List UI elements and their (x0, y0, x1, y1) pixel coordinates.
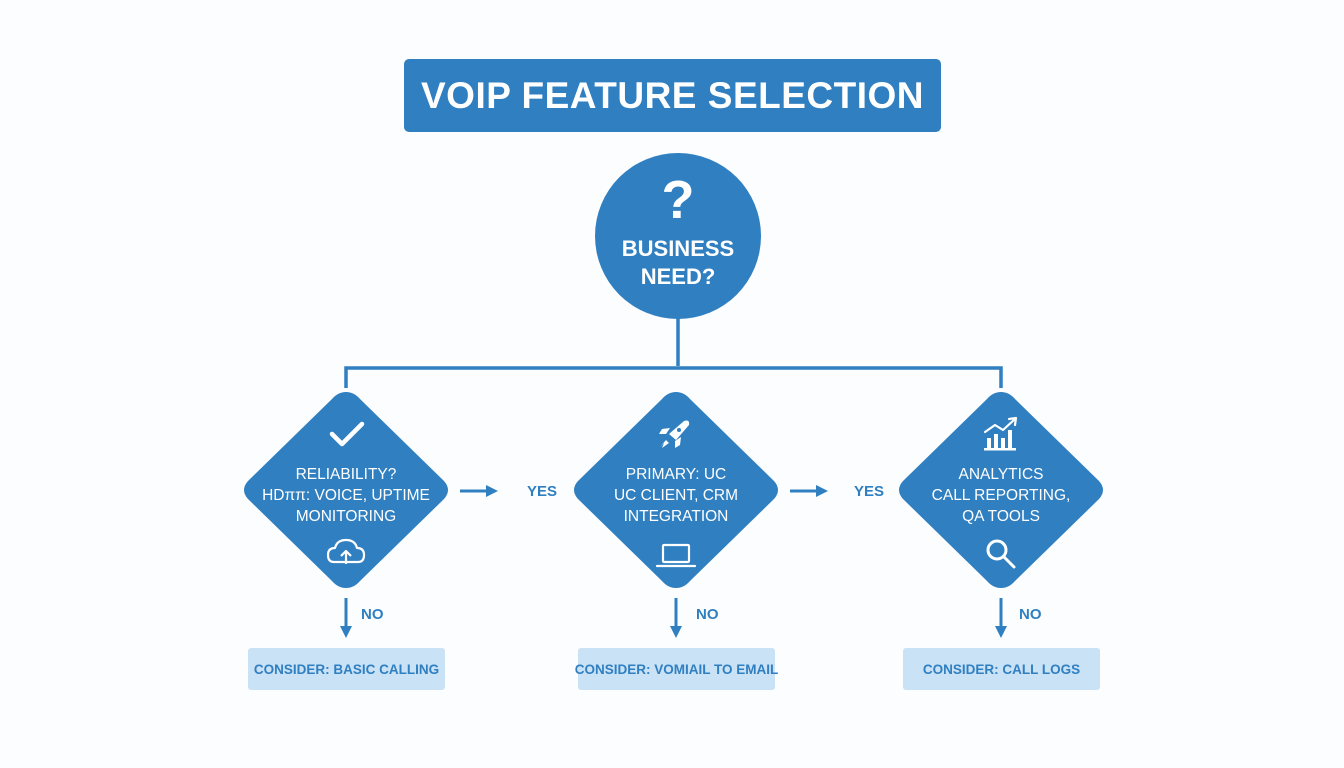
decision-diamond-primary-uc (574, 392, 778, 588)
branch-bar-connector (344, 366, 1003, 388)
decision-3-line-3: QA TOOLS (962, 508, 1040, 525)
yes-arrowhead-1 (486, 485, 498, 497)
business-need-node: ? BUSINESS NEED? (595, 153, 761, 319)
business-need-label: BUSINESS NEED? (595, 235, 761, 291)
decision-2-line-3: INTEGRATION (623, 508, 729, 525)
magnifier-icon (986, 539, 1016, 569)
decision-1-line-1: RELIABILITY? (295, 466, 397, 483)
consider-voicemail-box: CONSIDER: VOMIAIL TO EMAIL (575, 648, 778, 690)
decision-diamond-reliability (244, 392, 448, 588)
business-need-line-1: BUSINESS (621, 236, 735, 261)
question-mark-icon: ? (661, 170, 695, 230)
laptop-icon (655, 543, 697, 568)
decision-2-line-1: PRIMARY: UC (625, 466, 727, 483)
business-need-line-2: NEED? (640, 264, 716, 289)
bar-chart-trend-icon (983, 416, 1018, 434)
no-label-2: NO (696, 606, 719, 623)
consider-basic-calling-box: CONSIDER: BASIC CALLING (248, 648, 445, 690)
decision-2-line-2: UC CLIENT, CRM (613, 487, 738, 504)
cloud-upload-icon (326, 538, 366, 564)
decision-diamond-analytics (899, 392, 1103, 588)
no-arrowhead-3 (995, 626, 1007, 638)
diagram-title: VOIP FEATURE SELECTION (404, 59, 941, 132)
consider-call-logs-box: CONSIDER: CALL LOGS (903, 648, 1100, 690)
yes-label-2: YES (854, 483, 885, 500)
bar-chart-icon (984, 430, 1016, 451)
no-label-1: NO (361, 606, 384, 623)
decision-text-analytics: ANALYTICS CALL REPORTING, QA TOOLS (916, 464, 1086, 527)
no-arrowhead-2 (670, 626, 682, 638)
decision-1-line-3: MONITORING (295, 508, 397, 525)
decision-3-line-2: CALL REPORTING, (931, 487, 1071, 504)
yes-arrowhead-2 (816, 485, 828, 497)
checkmark-icon (329, 421, 365, 447)
decision-3-line-1: ANALYTICS (958, 466, 1044, 483)
decision-1-line-2: HDππ: VOICE, UPTIME (262, 487, 430, 504)
no-arrowhead-1 (340, 626, 352, 638)
yes-label-1: YES (527, 483, 558, 500)
decision-text-primary-uc: PRIMARY: UC UC CLIENT, CRM INTEGRATION (591, 464, 761, 527)
no-label-3: NO (1019, 606, 1042, 623)
decision-text-reliability: RELIABILITY? HDππ: VOICE, UPTIME MONITOR… (261, 464, 431, 527)
